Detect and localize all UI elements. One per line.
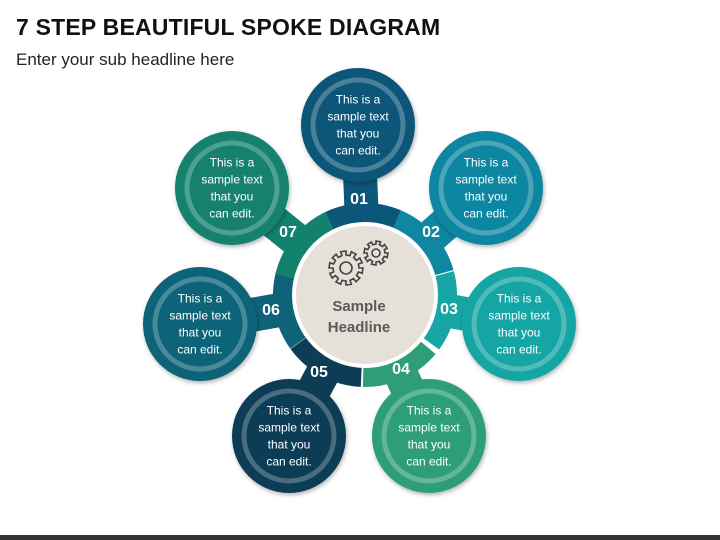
step-text-07-line-1: This is a — [210, 156, 255, 170]
step-bubble-03 — [462, 267, 576, 381]
step-text-04-line-4: can edit. — [406, 455, 451, 469]
step-text-03-line-1: This is a — [497, 292, 542, 306]
bottom-bar — [0, 535, 720, 540]
step-number-01: 01 — [350, 191, 368, 208]
step-number-07: 07 — [279, 224, 297, 241]
step-text-07-line-2: sample text — [201, 173, 263, 187]
step-text-04-line-1: This is a — [407, 404, 452, 418]
step-number-03: 03 — [440, 301, 458, 318]
step-numbers: 01 02 03 04 05 06 07 — [262, 191, 458, 381]
step-number-04: 04 — [392, 361, 410, 378]
step-number-02: 02 — [422, 224, 440, 241]
step-text-06-line-3: that you — [179, 326, 222, 340]
step-bubble-inner-01 — [310, 77, 406, 173]
step-text-05-line-2: sample text — [258, 421, 320, 435]
hub-circle — [292, 222, 438, 368]
step-bubble-04 — [372, 379, 486, 493]
step-text-02-line-2: sample text — [455, 173, 517, 187]
step-bubble-inner-04 — [381, 388, 477, 484]
ring-segment-06 — [273, 270, 307, 349]
step-text-03-line-2: sample text — [488, 309, 550, 323]
step-bubbles: This is a sample text that you can edit. Thi… — [143, 68, 576, 493]
step-text-03-line-3: that you — [498, 326, 541, 340]
step-text-06-line-1: This is a — [178, 292, 223, 306]
ring-segment-01 — [321, 203, 402, 232]
step-text-04-line-3: that you — [408, 438, 451, 452]
step-text-03-line-4: can edit. — [496, 343, 541, 357]
step-bubble-01 — [301, 68, 415, 182]
step-number-06: 06 — [262, 302, 280, 319]
step-bubble-05 — [232, 379, 346, 493]
step-text-05-line-4: can edit. — [266, 455, 311, 469]
step-text-01-line-1: This is a — [336, 93, 381, 107]
step-text-01-line-3: that you — [337, 127, 380, 141]
step-bubble-inner-03 — [471, 276, 567, 372]
hub-ring — [273, 203, 457, 387]
step-text-05-line-3: that you — [268, 438, 311, 452]
step-bubble-inner-02 — [438, 140, 534, 236]
ring-segment-02 — [392, 210, 454, 276]
step-bubble-inner-07 — [184, 140, 280, 236]
hub-headline-line2: Headline — [328, 319, 391, 336]
page-subtitle: Enter your sub headline here — [16, 50, 235, 69]
step-bubble-06 — [143, 267, 257, 381]
ring-segment-05 — [290, 336, 363, 387]
step-text-02-line-1: This is a — [464, 156, 509, 170]
ring-segment-03 — [422, 271, 457, 350]
hub-headline-line1: Sample — [332, 298, 385, 315]
step-text-01-line-4: can edit. — [335, 144, 380, 158]
step-text-05-line-1: This is a — [267, 404, 312, 418]
step-text-07-line-3: that you — [211, 190, 254, 204]
step-text-06-line-2: sample text — [169, 309, 231, 323]
step-text-02-line-4: can edit. — [463, 207, 508, 221]
step-number-05: 05 — [310, 364, 328, 381]
page-title: 7 STEP BEAUTIFUL SPOKE DIAGRAM — [16, 14, 441, 40]
ring-segment-07 — [275, 211, 335, 280]
step-bubble-inner-05 — [241, 388, 337, 484]
step-bubble-02 — [429, 131, 543, 245]
step-bubble-07 — [175, 131, 289, 245]
hub: Sample Headline — [292, 222, 438, 368]
step-bubble-inner-06 — [152, 276, 248, 372]
ring-segment-04 — [362, 340, 436, 387]
step-text-04-line-2: sample text — [398, 421, 460, 435]
step-text-02-line-3: that you — [465, 190, 508, 204]
gears-icon — [328, 240, 389, 286]
step-text-01-line-2: sample text — [327, 110, 389, 124]
step-text-06-line-4: can edit. — [177, 343, 222, 357]
step-text-07-line-4: can edit. — [209, 207, 254, 221]
